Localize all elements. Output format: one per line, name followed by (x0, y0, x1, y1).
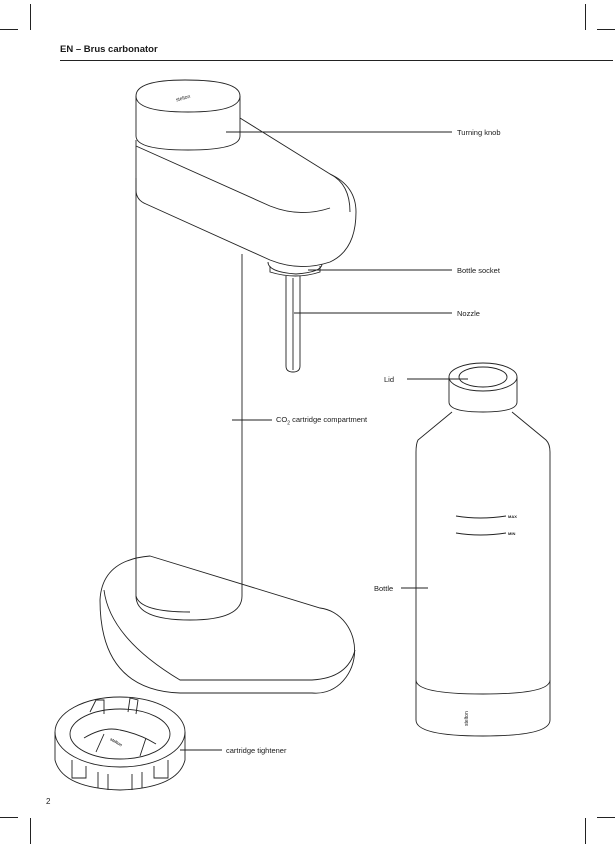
header-rule (60, 60, 613, 61)
label-turning-knob: Turning knob (457, 128, 501, 137)
tightener-brand-mark: stelton (109, 736, 123, 747)
page-title: EN – Brus carbonator (60, 44, 158, 55)
crop-mark-top-left (30, 4, 31, 30)
leader-lines (180, 131, 468, 751)
crop-mark-bottom-right (585, 818, 586, 844)
co2-suffix: cartridge compartment (290, 415, 368, 424)
carbonator-base (99, 555, 356, 694)
crop-mark-bottom-right-h (597, 817, 615, 818)
bottle-max-mark: MAX (508, 514, 517, 519)
crop-mark-top-left-h (0, 29, 18, 30)
label-lid: Lid (384, 375, 395, 384)
bottle-socket-nozzle (267, 261, 323, 373)
page-number: 2 (46, 797, 51, 806)
carbonator-column (135, 178, 243, 621)
bottle-brand-mark: stelton (464, 711, 470, 726)
crop-mark-top-right-h (597, 29, 615, 30)
water-bottle: MAX MIN stelton (415, 362, 551, 737)
label-co2-compartment: CO2 cartridge compartment (276, 415, 367, 427)
knob-brand-mark: stelton (175, 94, 191, 104)
co2-subscript: 2 (287, 420, 291, 427)
carbonator-head (135, 117, 357, 267)
crop-mark-top-right (585, 4, 586, 30)
turning-knob: stelton (135, 79, 241, 151)
cartridge-tightener: stelton (54, 696, 186, 791)
label-nozzle: Nozzle (457, 309, 480, 318)
crop-mark-bottom-left (30, 818, 31, 844)
label-bottle-socket: Bottle socket (457, 266, 500, 275)
bottle-min-mark: MIN (508, 531, 515, 536)
label-bottle: Bottle (374, 584, 394, 593)
label-cartridge-tightener: cartridge tightener (226, 746, 287, 755)
co2-prefix: CO (276, 415, 288, 424)
crop-mark-bottom-left-h (0, 817, 18, 818)
